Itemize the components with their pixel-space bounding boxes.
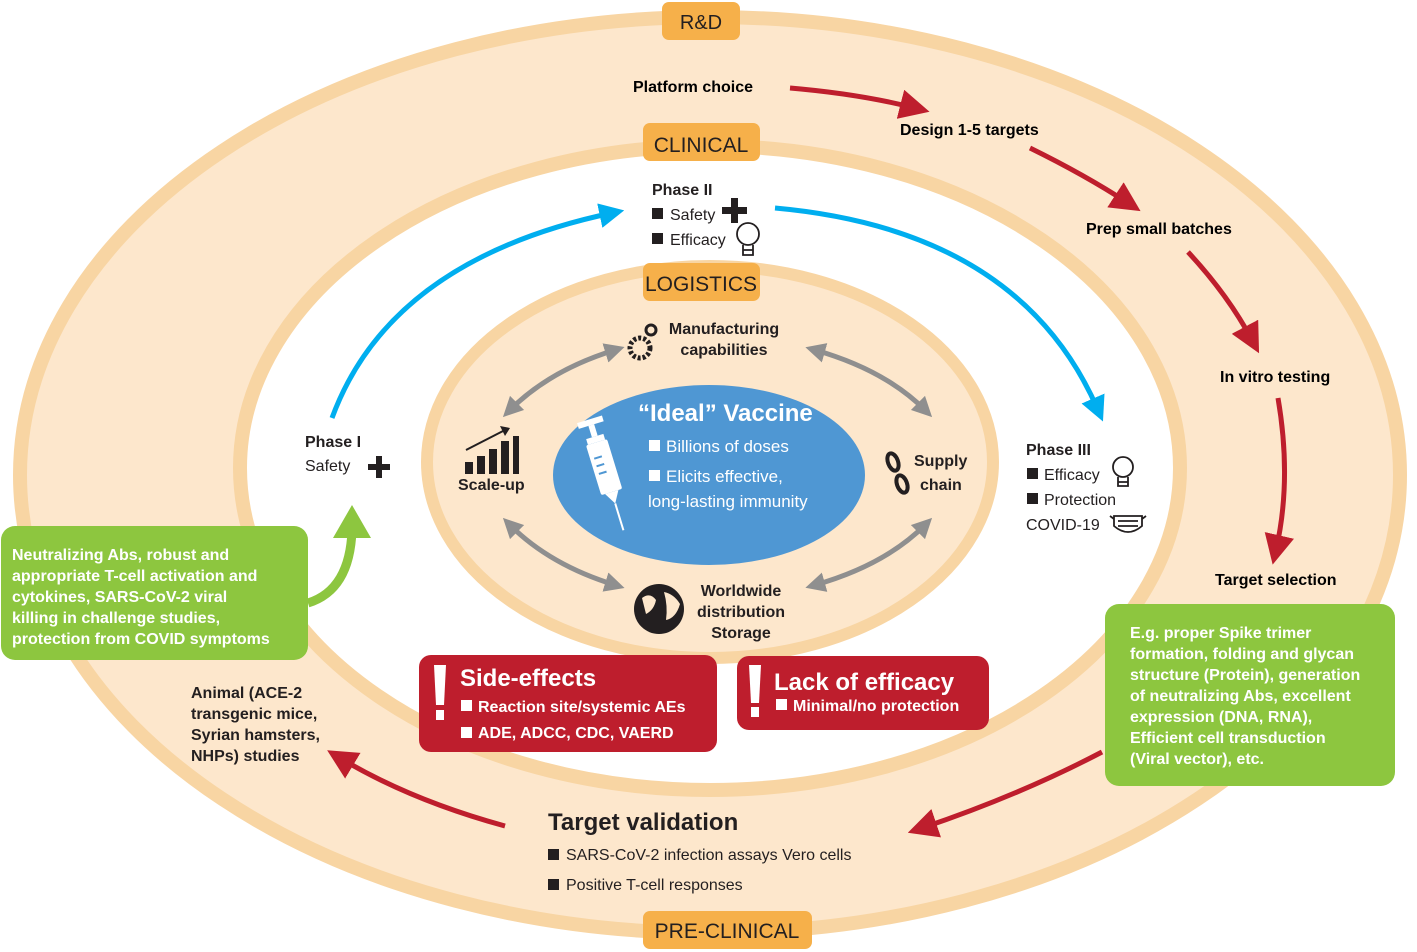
svg-text:Reaction site/systemic AEs: Reaction site/systemic AEs — [478, 699, 686, 716]
svg-text:LOGISTICS: LOGISTICS — [645, 273, 757, 296]
arrow-prep-to-invitro — [1186, 250, 1260, 354]
distribution: Worldwide distribution Storage — [634, 583, 785, 642]
svg-text:structure (Protein), generatio: structure (Protein), generation — [1130, 667, 1360, 684]
green-arrow-to-phase1 — [306, 529, 357, 608]
arrow-design-to-prep — [1028, 145, 1141, 212]
svg-text:R&D: R&D — [680, 12, 722, 34]
ideal-vaccine: “Ideal” Vaccine Billions of doses Elicit… — [577, 400, 813, 531]
phase2: Phase II Safety Efficacy — [652, 182, 760, 256]
ideal-vaccine-ellipse — [553, 385, 865, 565]
svg-text:CLINICAL: CLINICAL — [654, 134, 749, 157]
svg-text:Manufacturing: Manufacturing — [669, 321, 779, 338]
arrow-phase2-to-phase3 — [774, 205, 1105, 422]
green-arrowhead — [333, 505, 371, 538]
arrow-selection-to-validation — [907, 749, 1104, 838]
exclamation-icon — [434, 665, 446, 720]
svg-text:distribution: distribution — [697, 604, 785, 621]
svg-text:Phase II: Phase II — [652, 182, 712, 199]
svg-text:Billions of doses: Billions of doses — [666, 437, 789, 456]
step-target-selection: Target selection — [1215, 572, 1337, 589]
plus-icon — [722, 198, 747, 223]
globe-icon — [634, 584, 684, 634]
svg-text:Elicits effective,: Elicits effective, — [666, 467, 783, 486]
svg-text:Side-effects: Side-effects — [460, 665, 596, 692]
svg-text:cytokines, SARS-CoV-2 viral: cytokines, SARS-CoV-2 viral — [12, 589, 227, 606]
exclamation-icon — [749, 665, 761, 717]
svg-text:Safety: Safety — [305, 458, 350, 475]
svg-text:formation, folding and glycan: formation, folding and glycan — [1130, 646, 1354, 663]
plus-icon — [368, 456, 390, 478]
gray-arrows — [502, 343, 933, 592]
svg-text:chain: chain — [920, 477, 962, 494]
svg-text:capabilities: capabilities — [680, 342, 767, 359]
lightbulb-icon — [736, 222, 760, 256]
svg-text:killing in challenge studies,: killing in challenge studies, — [12, 610, 220, 627]
logistics-label: LOGISTICS — [643, 263, 760, 301]
syringe-icon — [577, 415, 625, 531]
preclinical-note: Neutralizing Abs, robust and appropriate… — [1, 526, 308, 660]
arrow-phase1-to-phase2 — [329, 203, 625, 419]
svg-text:Phase I: Phase I — [305, 434, 361, 451]
svg-text:Animal (ACE-2: Animal (ACE-2 — [191, 685, 302, 702]
phase1: Phase I Safety — [305, 434, 390, 478]
svg-text:Positive T-cell responses: Positive T-cell responses — [566, 877, 743, 894]
svg-text:ADE, ADCC, CDC, VAERD: ADE, ADCC, CDC, VAERD — [478, 725, 674, 742]
svg-text:protection from COVID symptoms: protection from COVID symptoms — [12, 631, 270, 648]
blue-arrows — [329, 203, 1105, 422]
lightbulb-icon — [1112, 456, 1134, 487]
step-platform-choice: Platform choice — [633, 79, 753, 96]
side-effects-box: Side-effects Reaction site/systemic AEs … — [419, 655, 717, 752]
svg-text:SARS-CoV-2 infection assays Ve: SARS-CoV-2 infection assays Vero cells — [566, 847, 851, 864]
svg-text:of neutralizing Abs, excellent: of neutralizing Abs, excellent — [1130, 688, 1351, 705]
arrow-platform-to-design — [789, 85, 930, 119]
target-selection-note: E.g. proper Spike trimer formation, fold… — [1105, 604, 1395, 786]
svg-text:Worldwide: Worldwide — [701, 583, 782, 600]
step-design-targets: Design 1-5 targets — [900, 122, 1039, 139]
svg-text:COVID-19: COVID-19 — [1026, 517, 1100, 534]
svg-text:E.g. proper Spike trimer: E.g. proper Spike trimer — [1130, 625, 1311, 642]
svg-text:Protection: Protection — [1044, 492, 1116, 509]
scale-up: Scale-up — [458, 426, 525, 494]
red-arrows — [327, 85, 1294, 838]
svg-text:Storage: Storage — [711, 625, 771, 642]
lack-of-efficacy-box: Lack of efficacy Minimal/no protection — [737, 656, 989, 730]
svg-text:(Viral vector), etc.: (Viral vector), etc. — [1130, 751, 1264, 768]
svg-text:Safety: Safety — [670, 207, 715, 224]
target-validation: Target validation SARS-CoV-2 infection a… — [548, 809, 851, 894]
step-prep-batches: Prep small batches — [1086, 221, 1232, 238]
svg-text:Supply: Supply — [914, 453, 967, 470]
rd-label: R&D — [662, 2, 740, 40]
svg-text:Lack of efficacy: Lack of efficacy — [774, 669, 955, 696]
svg-text:Efficacy: Efficacy — [670, 232, 726, 249]
svg-text:Neutralizing Abs, robust and: Neutralizing Abs, robust and — [12, 547, 229, 564]
clinical-label: CLINICAL — [643, 123, 760, 161]
arrow-invitro-to-selection — [1264, 397, 1294, 565]
animal-studies: Animal (ACE-2 transgenic mice, Syrian ha… — [191, 685, 320, 765]
supply-chain: Supply chain — [885, 451, 967, 495]
svg-text:NHPs) studies: NHPs) studies — [191, 748, 300, 765]
svg-text:Efficient cell transduction: Efficient cell transduction — [1130, 730, 1326, 747]
svg-text:Phase III: Phase III — [1026, 442, 1091, 459]
svg-text:Scale-up: Scale-up — [458, 477, 525, 494]
svg-text:Minimal/no protection: Minimal/no protection — [793, 698, 959, 715]
preclinical-label: PRE-CLINICAL — [643, 911, 812, 949]
chain-link-icon — [885, 451, 910, 495]
manufacturing: Manufacturing capabilities — [627, 321, 779, 361]
svg-text:“Ideal” Vaccine: “Ideal” Vaccine — [638, 400, 813, 427]
svg-text:long-lasting immunity: long-lasting immunity — [648, 492, 808, 511]
svg-text:Syrian hamsters,: Syrian hamsters, — [191, 727, 320, 744]
svg-text:Target validation: Target validation — [548, 809, 738, 836]
face-mask-icon — [1109, 515, 1147, 533]
svg-text:appropriate T-cell activation: appropriate T-cell activation and — [12, 568, 257, 585]
phase3: Phase III Efficacy Protection COVID-19 — [1026, 442, 1147, 534]
step-in-vitro: In vitro testing — [1220, 369, 1330, 386]
bar-chart-growth-icon — [465, 426, 519, 474]
svg-text:transgenic mice,: transgenic mice, — [191, 706, 317, 723]
gears-icon — [627, 323, 658, 361]
arrow-validation-to-animal — [327, 750, 506, 829]
svg-text:PRE-CLINICAL: PRE-CLINICAL — [655, 920, 800, 943]
svg-text:expression (DNA, RNA),: expression (DNA, RNA), — [1130, 709, 1312, 726]
svg-text:Efficacy: Efficacy — [1044, 467, 1100, 484]
